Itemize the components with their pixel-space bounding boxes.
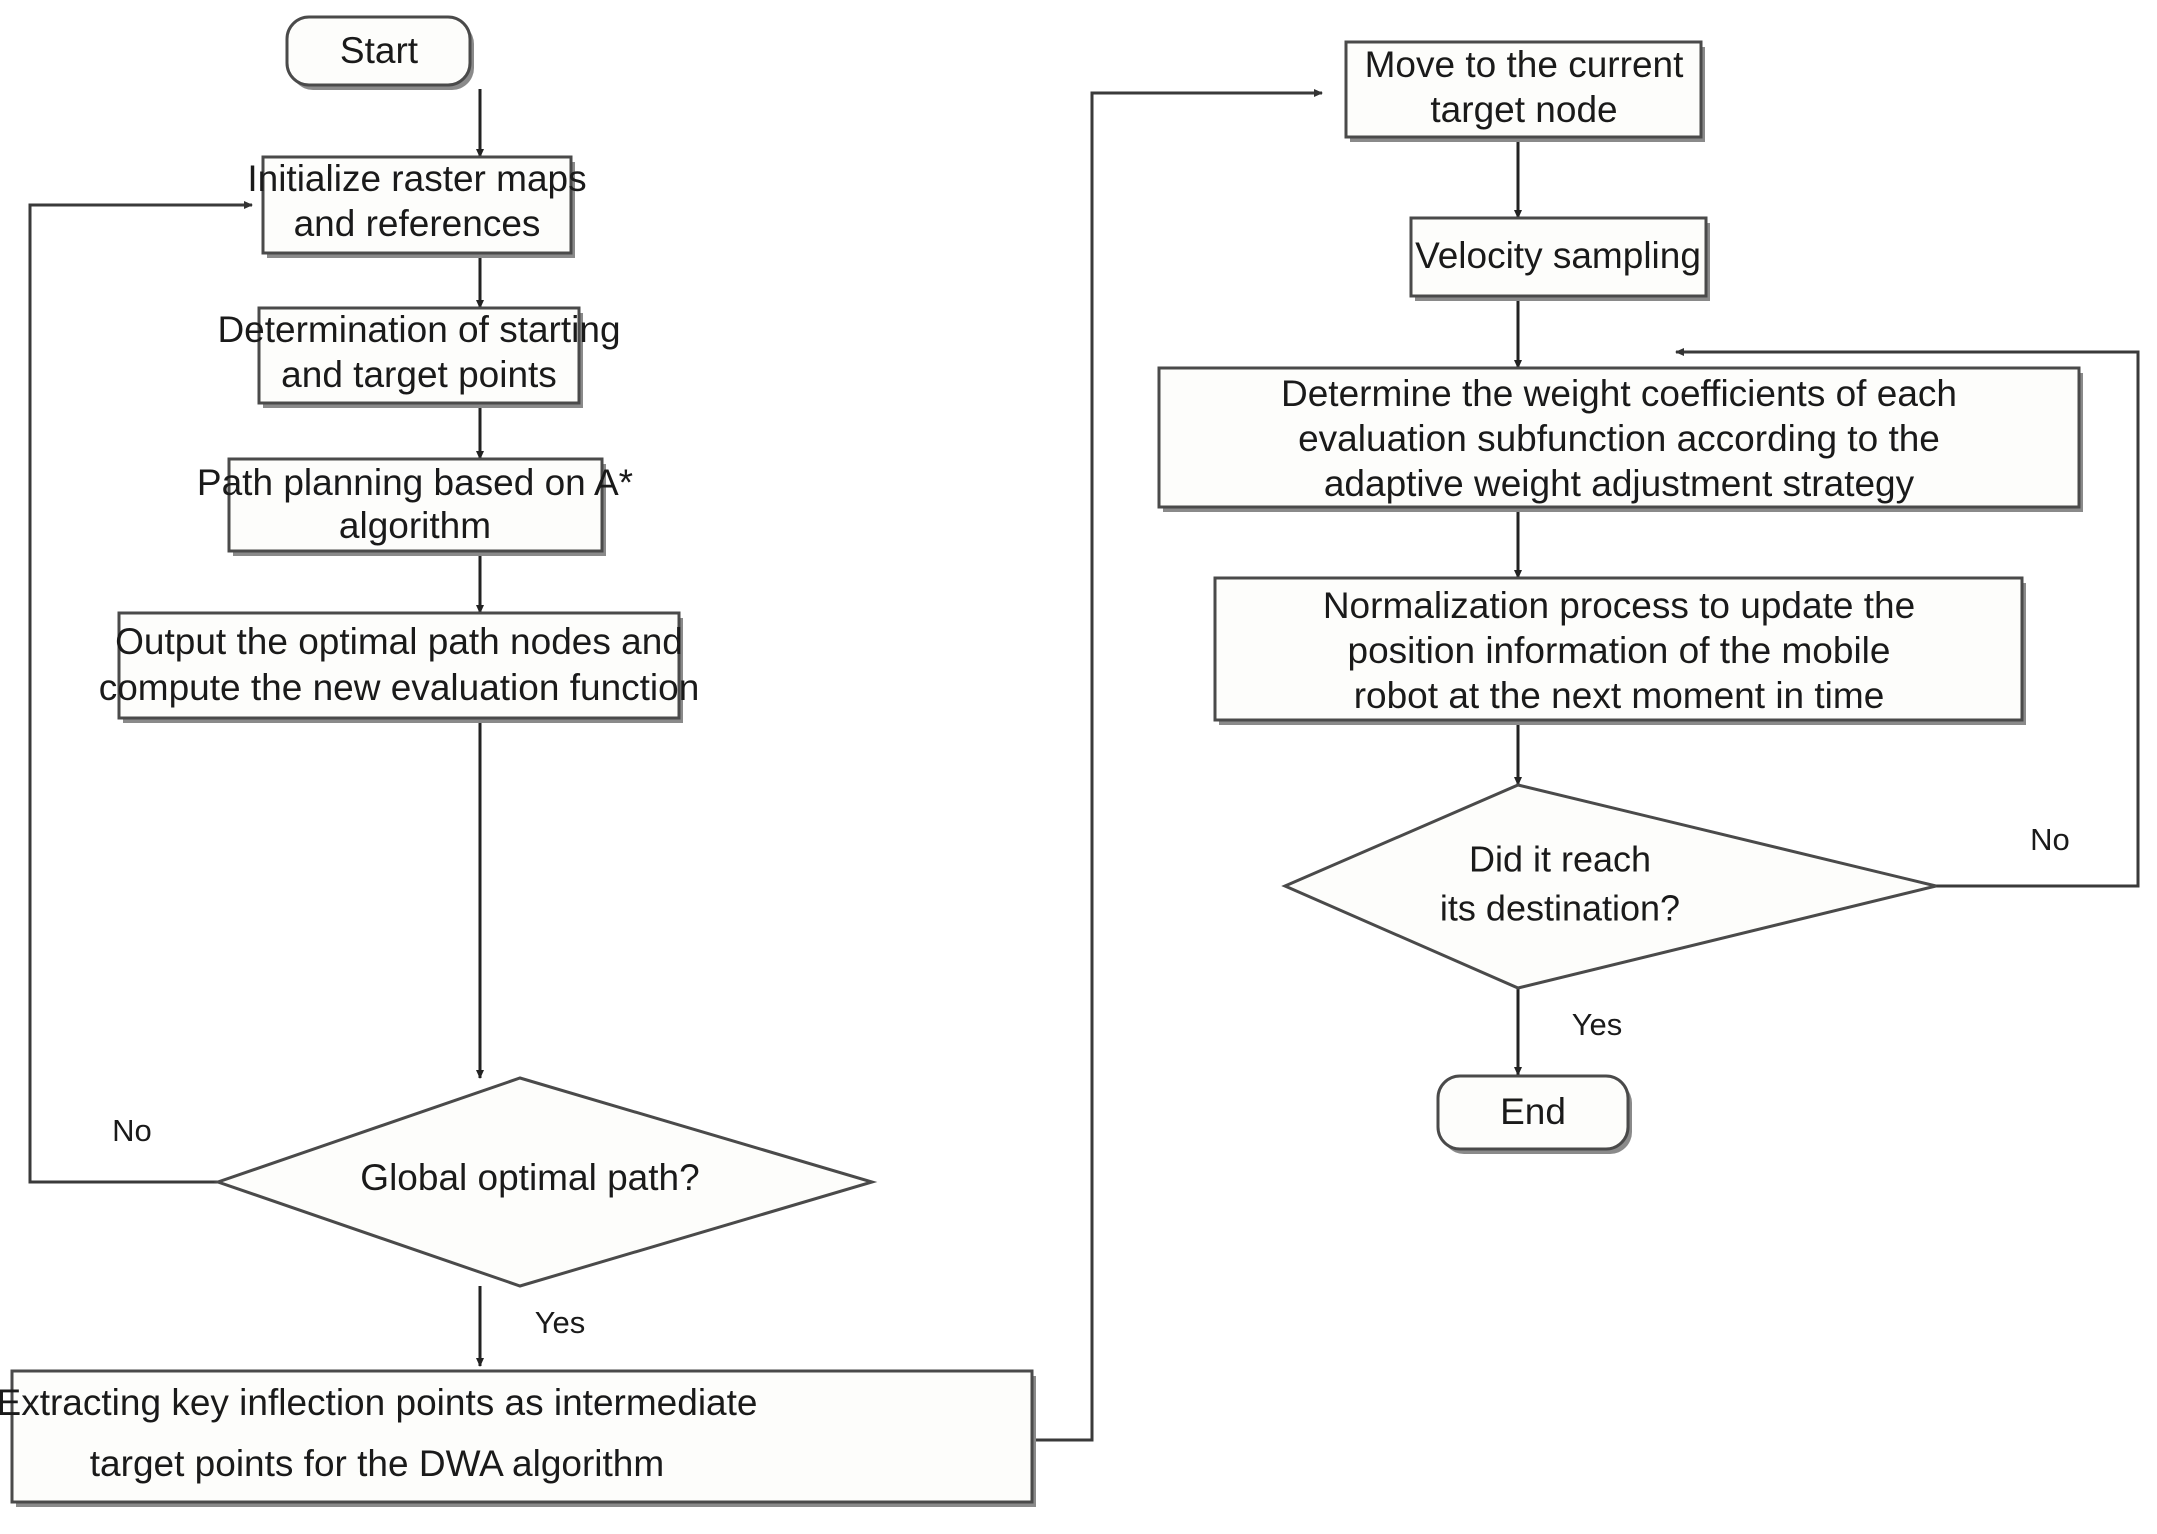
edge-label-global-yes: Yes [535,1305,586,1340]
edge-label-dest-no: No [2030,822,2070,857]
node-output-path[interactable]: Output the optimal path nodes and comput… [99,611,700,723]
node-velocity-sampling[interactable]: Velocity sampling [1409,216,1710,301]
node-initialize-line1: Initialize raster maps [247,158,586,199]
node-weight-coefficients[interactable]: Determine the weight coefficients of eac… [1157,366,2083,512]
node-extract-inflection[interactable]: Extracting key inflection points as inte… [0,1369,1036,1507]
node-extract-inflection-line1: Extracting key inflection points as inte… [0,1382,757,1423]
node-extract-inflection-line2: target points for the DWA algorithm [90,1443,664,1484]
node-output-path-line2: compute the new evaluation function [99,667,700,708]
node-astar[interactable]: Path planning based on A* algorithm [197,457,633,556]
node-initialize[interactable]: Initialize raster maps and references [247,155,587,258]
node-normalization-line3: robot at the next moment in time [1354,675,1885,716]
node-normalization-line1: Normalization process to update the [1323,585,1915,626]
node-reached-destination-line2: its destination? [1440,888,1680,929]
node-end[interactable]: End [1436,1074,1632,1154]
node-velocity-sampling-label: Velocity sampling [1415,235,1701,276]
node-move-target-line2: target node [1430,89,1617,130]
node-astar-line1: Path planning based on A* [197,462,633,503]
node-initialize-line2: and references [294,203,541,244]
node-end-label: End [1500,1091,1566,1132]
node-reached-destination-decision[interactable]: Did it reach its destination? [1281,783,1937,990]
node-normalization[interactable]: Normalization process to update the posi… [1213,576,2026,725]
node-normalization-line2: position information of the mobile [1348,630,1891,671]
node-global-optimal-label: Global optimal path? [360,1157,699,1198]
node-astar-line2: algorithm [339,505,491,546]
node-global-optimal-decision[interactable]: Global optimal path? [213,1076,878,1288]
node-determine-points-line1: Determination of starting [217,309,620,350]
edge-decision2-no-loop [1675,348,2140,888]
node-weight-coefficients-line3: adaptive weight adjustment strategy [1324,463,1915,504]
node-move-target[interactable]: Move to the current target node [1344,40,1705,142]
edge-label-dest-yes: Yes [1572,1007,1623,1042]
node-determine-points[interactable]: Determination of starting and target poi… [217,306,621,408]
edge-decision-no-loop [28,201,253,1184]
node-reached-destination-line1: Did it reach [1469,839,1651,880]
edge-extract-to-move [1033,89,1323,1442]
node-weight-coefficients-line2: evaluation subfunction according to the [1298,418,1940,459]
node-start-label: Start [340,30,419,71]
edge-label-global-no: No [112,1113,152,1148]
node-weight-coefficients-line1: Determine the weight coefficients of eac… [1281,373,1957,414]
node-determine-points-line2: and target points [281,354,557,395]
node-start[interactable]: Start [285,15,474,90]
node-output-path-line1: Output the optimal path nodes and [115,621,683,662]
node-move-target-line1: Move to the current [1365,44,1684,85]
